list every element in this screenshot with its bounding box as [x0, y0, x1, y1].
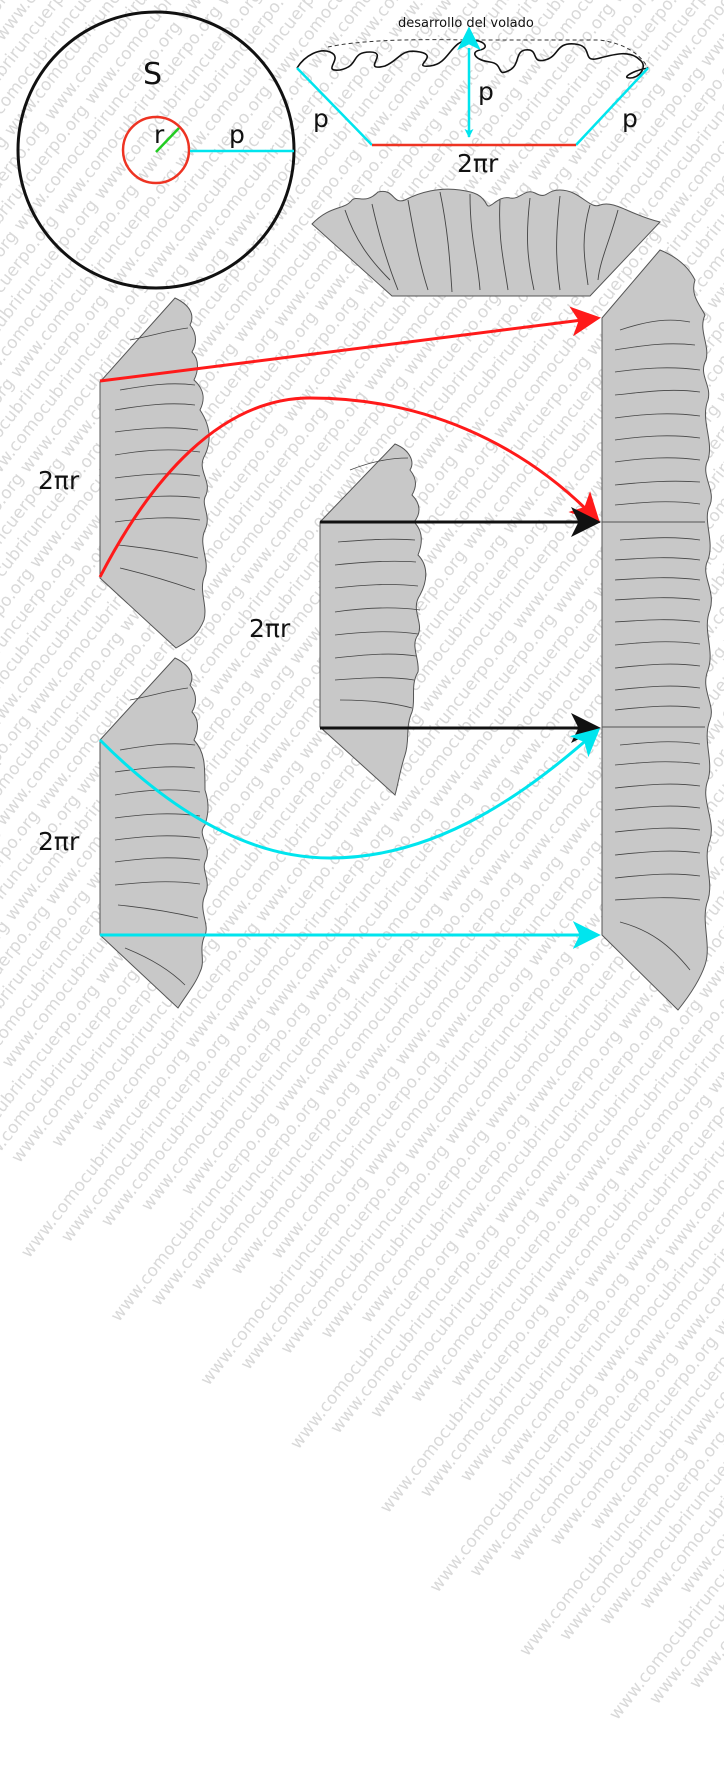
- ruffle-left-top-folds: [114, 327, 201, 591]
- ruffle-left-bottom: 2πr: [38, 657, 209, 1009]
- ruffle-long-vertical: [601, 249, 712, 1011]
- mapping-arrows: [98, 306, 601, 949]
- circle-diagram: S r p: [16, 10, 296, 290]
- center-p-label: p: [478, 77, 494, 106]
- ruffle-horizontal-shape: [311, 188, 661, 297]
- left-side-line: [296, 67, 373, 146]
- left-top-2pir-label: 2πr: [38, 466, 80, 495]
- inner-circle: [121, 115, 191, 185]
- ruffle-left-top-shape: [99, 297, 210, 649]
- red-arrow-straight: [99, 306, 601, 383]
- area-label-s: S: [143, 57, 162, 92]
- left-bottom-2pir-label: 2πr: [38, 827, 80, 856]
- ruffle-edge-curve: [296, 39, 649, 79]
- ruffle-horizontal-folds: [344, 191, 619, 293]
- right-p-label: p: [622, 104, 638, 133]
- ruffle-diagram-canvas: www.comocubriruncuerpo.org www.comocubri…: [0, 0, 724, 1724]
- ruffle-long-shape: [601, 249, 712, 1011]
- middle-2pir-label: 2πr: [249, 614, 291, 643]
- ruffle-left-top: 2πr: [38, 297, 210, 649]
- diagram-svg: S r p desarrollo del volado p p p 2πr: [16, 10, 712, 1011]
- ruffle-long-folds: [614, 319, 701, 971]
- ruffle-middle-shape: [319, 443, 427, 796]
- left-p-label: p: [313, 104, 329, 133]
- radius-line: [155, 127, 180, 153]
- ruffle-middle-folds: [334, 457, 421, 709]
- right-side-line: [575, 67, 649, 146]
- ruffle-horizontal: [311, 188, 661, 297]
- red-arrow-curved: [98, 396, 601, 578]
- development-title: desarrollo del volado: [398, 16, 534, 31]
- cyan-arrow-curved: [98, 728, 601, 860]
- base-2pir-label: 2πr: [457, 149, 499, 178]
- ruffle-middle: 2πr: [249, 443, 427, 796]
- trapezoid-diagram: desarrollo del volado p p p 2πr: [296, 16, 649, 178]
- width-label-p: p: [229, 120, 245, 149]
- radius-label-r: r: [154, 120, 165, 149]
- ruffle-left-bottom-shape: [99, 657, 209, 1009]
